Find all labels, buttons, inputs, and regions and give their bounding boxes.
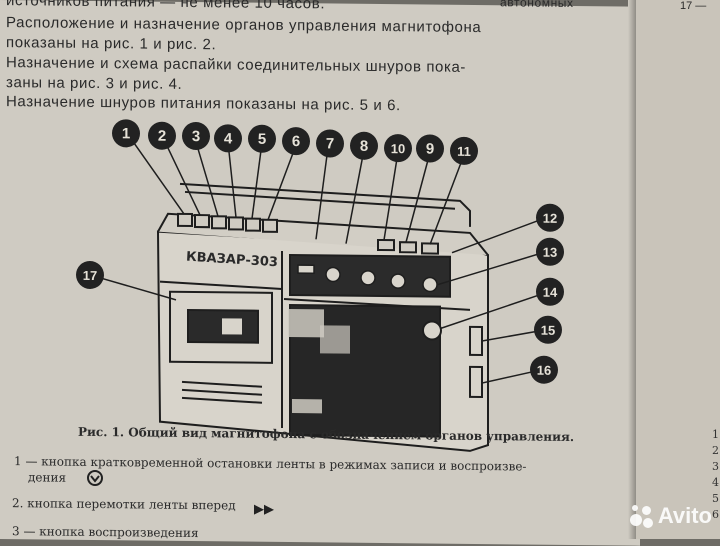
callout-6: 6 bbox=[282, 126, 310, 156]
callout-13: 13 bbox=[536, 237, 564, 266]
callout-10: 10 bbox=[384, 134, 412, 163]
callout-11: 11 bbox=[450, 136, 478, 166]
tape-recorder-illustration bbox=[89, 136, 547, 452]
legend-item-1-line2: дения bbox=[28, 470, 67, 485]
callout-8: 8 bbox=[350, 131, 378, 160]
callout-14: 14 bbox=[536, 277, 564, 306]
legend-item-3: 3 — кнопка воспроизведения bbox=[12, 524, 199, 541]
callout-12: 12 bbox=[536, 203, 564, 232]
margin-number-5: 5 bbox=[712, 492, 719, 505]
callout-5: 5 bbox=[248, 124, 276, 153]
right-page-top-text: 17 — bbox=[680, 0, 707, 12]
callout-15: 15 bbox=[534, 315, 562, 344]
callout-4: 4 bbox=[214, 124, 242, 153]
margin-number-2: 2 bbox=[712, 444, 719, 457]
avito-logo-icon bbox=[629, 504, 654, 528]
pause-symbol-icon bbox=[87, 469, 103, 486]
callout-7: 7 bbox=[316, 129, 344, 158]
fast-forward-symbol-icon bbox=[254, 504, 274, 515]
legend-item-2: 2. кнопка перемотки ленты вперед bbox=[12, 496, 236, 513]
margin-number-3: 3 bbox=[712, 460, 719, 473]
callout-9: 9 bbox=[416, 134, 444, 163]
right-page: 17 — 1 2 3 4 5 6 bbox=[636, 0, 720, 539]
callout-16: 16 bbox=[530, 355, 558, 384]
left-page: источников питания — не менее 10 часов. … bbox=[0, 0, 640, 546]
margin-number-1: 1 bbox=[712, 428, 719, 441]
callout-3: 3 bbox=[182, 121, 210, 151]
margin-number-6: 6 bbox=[712, 508, 719, 521]
margin-number-4: 4 bbox=[712, 476, 719, 489]
callout-1: 1 bbox=[112, 119, 140, 148]
callout-2: 2 bbox=[148, 121, 176, 150]
callout-17: 17 bbox=[76, 260, 104, 290]
avito-text: Avito bbox=[657, 503, 712, 528]
avito-watermark: Avito bbox=[629, 503, 712, 529]
